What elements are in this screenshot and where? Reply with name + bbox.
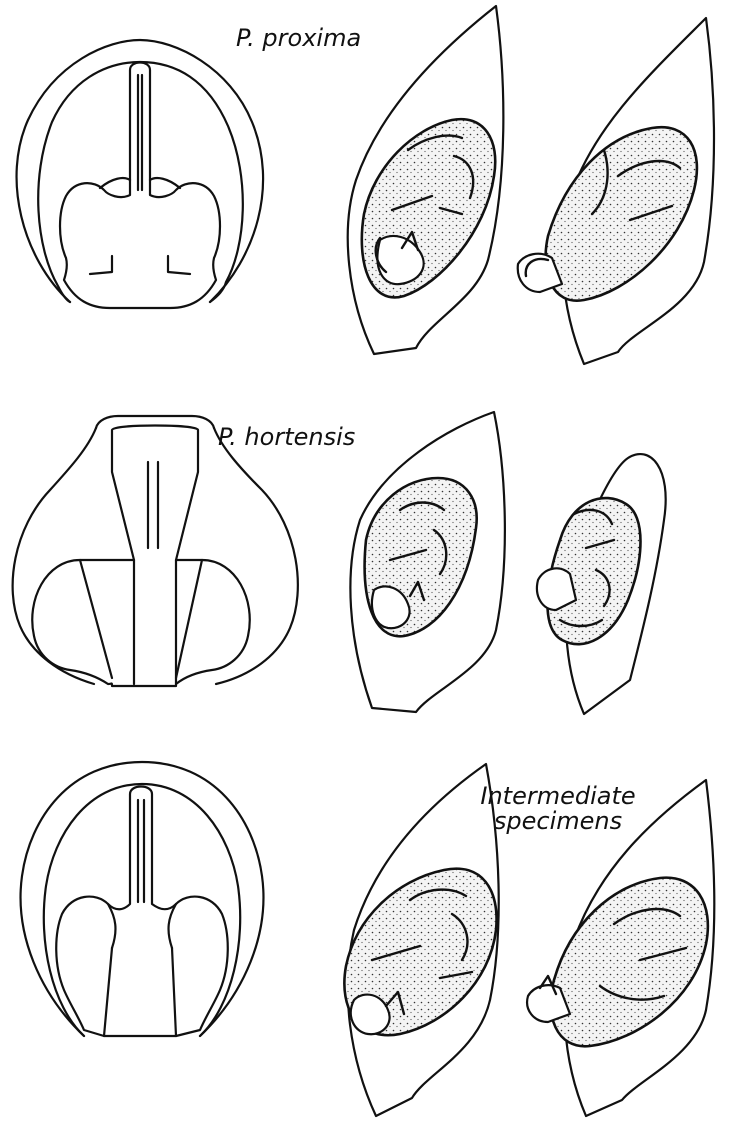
intermediate-epigyne-ventral bbox=[21, 762, 264, 1036]
intermediate-lateral-view-b bbox=[527, 780, 714, 1116]
hortensis-lateral-view-a bbox=[350, 412, 504, 712]
proxima-epigyne-ventral bbox=[17, 40, 264, 308]
intermediate-lateral-view-a bbox=[344, 764, 498, 1116]
hortensis-epigyne-ventral bbox=[13, 416, 298, 686]
proxima-lateral-view-a bbox=[348, 6, 504, 354]
hortensis-lateral-view-b bbox=[537, 454, 666, 714]
proxima-lateral-view-b bbox=[518, 18, 714, 364]
